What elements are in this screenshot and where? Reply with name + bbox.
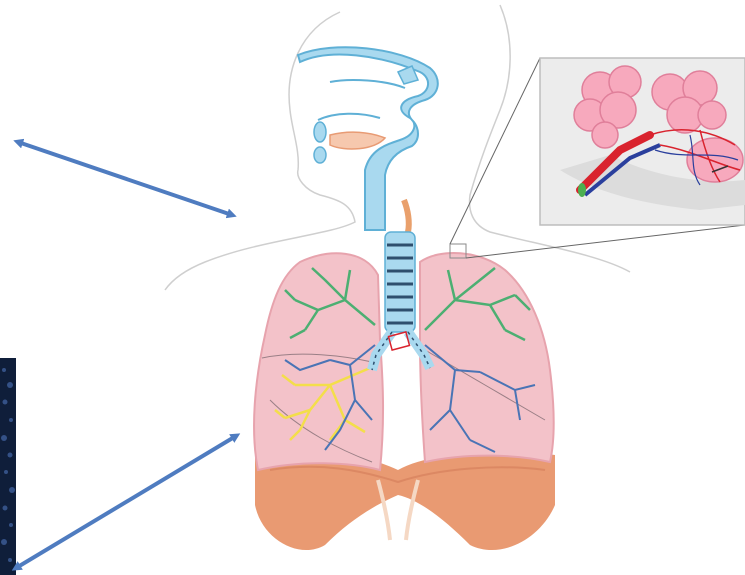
left-lung <box>420 253 554 462</box>
right-lung <box>254 253 383 470</box>
lower-left-arrow <box>16 436 236 568</box>
upper-airway <box>298 47 438 232</box>
micrograph-strip <box>0 358 16 575</box>
diaphragm <box>255 450 555 550</box>
alveoli-inset <box>540 58 745 225</box>
upper-left-arrow <box>18 142 232 215</box>
